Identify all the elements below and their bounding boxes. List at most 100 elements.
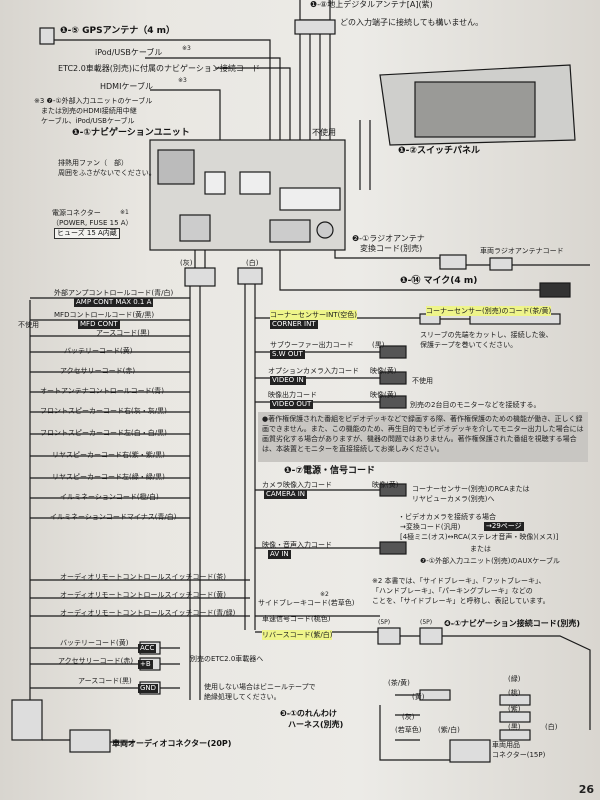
mini-jack-note: [4極ミニ(オス)↔RCA(ステレオ音声・映像)(メス)] [400,533,559,541]
wire-front-left: フロントスピーカーコード左(白・白/黒) [40,429,167,437]
ipod-cable-label: iPod/USBケーブル [95,48,163,57]
fan-note: 排熱用ファン（ 部） 周囲をふさがないでください。 [58,159,156,177]
page29-link[interactable]: →29ページ [484,522,524,531]
etc-cord-label: ETC2.0車載器(別売)に付属のナビゲーション接続コード [58,64,260,73]
note2-text: ※2 本書では、「サイドブレーキ」、「フットブレーキ」、 「ハンドブレーキ」、「… [372,577,550,605]
reverse-cord-label: リバースコード(紫/白) [262,630,333,640]
wire-earth: アースコード(黒) [96,329,150,337]
wire-rear-right: リヤスピーカーコード右(紫・紫/黒) [52,451,165,459]
car-connector-15p: 車両用品 コネクター(15P) [492,741,546,759]
harness-label: ❸-①のれんわけ ハーネス(別売) [280,709,344,729]
fuse-box: ヒューズ 15 A内蔵 [54,228,120,239]
not-used-left: 不使用 [18,321,39,329]
hdmi-mark: ※3 [178,77,187,84]
wire-auto-antenna: オートアンテナコントロールコード(青) [40,387,165,395]
wire-illumination-minus: イルミネーションコードマイナス(青/白) [50,513,177,521]
white-label: (白) [246,259,259,267]
hdmi-cable-label: HDMIケーブル [100,82,153,91]
radio-car-cord-label: 車両ラジオアンテナコード [480,247,564,255]
unused-insulate-note: 使用しない場合はビニールテープで 絶縁処理してください。 [204,683,316,701]
speed-signal-label: 車速信号コード(桃色) [262,615,331,623]
video-yellow-3: 映像(黄) [372,481,399,489]
white-label-2: (白) [545,723,558,731]
subwoofer-label: サブウーファー出力コード [270,341,354,349]
digital-antenna-label: ❶-⑧地上デジタルアンテナ[A](紫) [310,0,433,9]
nav-connect-cord-label: ❹-①ナビゲーション接続コード(別売) [444,619,581,628]
ipod-mark: ※3 [182,45,191,52]
sw-tag: S.W OUT [270,350,305,359]
aux-note: ❼-①外部入力ユニット(別売)のAUXケーブル [420,557,560,565]
earth-cord-2: アースコード(黒) [78,677,132,685]
yellow-label: (黄) [412,693,425,701]
car-connector-20p: 車両オーディオコネクター(20P) [112,739,232,748]
corner-sensor-code: コーナーセンサー(別売)のコード(茶/黄) [426,306,552,316]
page-number: 26 [578,783,594,796]
acc-tag: ACC [138,644,157,653]
copyright-warning: ●著作権保護された番組をビデオデッキなどで録画する際、著作権保護のための機能が働… [258,412,588,462]
steering-switch-3: オーディオリモートコントロールスイッチコード(青/緑) [60,609,236,617]
av-in-tag: AV IN [268,550,291,559]
video-camera-note: ・ビデオカメラを接続する場合 [398,513,496,521]
power-connector-label: 電源コネクター （POWER, FUSE 15 A） [52,209,133,227]
battery-cord-2: バッテリーコード(黄) [60,639,129,647]
amp-tag: AMP CONT MAX 0.1 A [74,298,154,307]
p5-right: (5P) [420,619,433,626]
steering-switch-2: オーディオリモートコントロールスイッチコード(黄) [60,591,226,599]
not-used-label: 不使用 [312,128,336,137]
sleeve-note: スリーブの先端をカットし、接続した後、 保護テープを巻いてください。 [420,331,553,349]
terminal-note: どの入力端子に接続しても構いません。 [340,18,484,27]
video-yellow-1: 映像(黄) [370,367,397,375]
wire-illumination: イルミネーションコード(橙/白) [60,493,159,501]
nav-unit-label: ❶-①ナビゲーションユニット [72,128,190,138]
note3-text: ※3 ❼-①外部入力ユニットのケーブル または別売のHDMI接続用中継 ケーブル… [34,97,153,125]
side-brake-label: サイドブレーキコード(若草色) [258,599,355,607]
mic-label: ❶-⑭ マイク(4 m) [400,276,478,286]
video-out-tag: VIDEO OUT [270,400,314,409]
brown-yellow-label: (茶/黄) [388,679,410,687]
wire-front-right: フロントスピーカーコード右(灰・灰/黒) [40,407,167,415]
purple-label: (紫) [508,705,521,713]
gnd-tag: GND [138,684,159,693]
side-brake-mark: ※2 [320,591,329,598]
not-used-right: 不使用 [412,377,433,385]
conversion-cord: →変換コード(汎用) [400,523,461,531]
wire-mfd: MFDコントロールコード(黄/黒) [54,311,155,319]
steering-switch-1: オーディオリモートコントロールスイッチコード(茶) [60,573,226,581]
green-label: (緑) [508,675,521,683]
switch-panel-label: ❶-②スイッチパネル [398,146,480,156]
b-tag: +B [138,660,153,669]
light-green-label: (若草色) [395,726,422,734]
power-signal-label: ❶-⑦電源・信号コード [284,466,375,476]
corner-tag: CORNER INT [270,320,318,329]
etc-destination: 別売のETC2.0車載器へ [190,655,264,663]
av-in-code: 映像・音声入力コード [262,541,332,549]
second-monitor-note: 別売の2台目のモニターなどを接続する。 [410,401,541,409]
radio-adapter-label: ❷-①ラジオアンテナ 変換コード(別売) [352,234,425,253]
corner-sensor-int: コーナーセンサーINT(空色) [270,310,358,320]
wire-amp-control: 外部アンプコントロールコード(青/白) [54,289,174,297]
wire-rear-left: リヤスピーカーコード左(緑・緑/黒) [52,473,165,481]
power-mark: ※1 [120,209,129,216]
black-label-2: (黒) [508,723,521,731]
video-in-tag: VIDEO IN [270,376,306,385]
black-label: (黒) [372,341,385,349]
gray-label: (灰) [180,259,193,267]
rear-camera-note: コーナーセンサー(別売)のRCAまたは リヤビューカメラ(別売)へ [412,485,530,503]
p5-left: (5P) [378,619,391,626]
camera-in-tag: CAMERA IN [264,490,308,499]
option-camera-label: オプションカメラ入力コード [268,367,359,375]
wire-accessory: アクセサリーコード(赤) [60,367,136,375]
accessory-cord-2: アクセサリーコード(赤) [58,657,134,665]
or-text: または [470,545,491,553]
gps-antenna-label: ❶-⑤ GPSアンテナ（4 m） [60,26,175,36]
wire-battery: バッテリーコード(黄) [64,347,133,355]
gray-label-2: (灰) [402,713,415,721]
peach-label: (桃) [508,689,521,697]
mfd-tag: MFD CONT [78,320,120,329]
video-out-code: 映像出力コード [268,391,317,399]
purple-white-label: (紫/白) [438,726,460,734]
camera-code-label: カメラ映像入力コード [262,481,332,489]
video-yellow-2: 映像(黄) [370,391,397,399]
